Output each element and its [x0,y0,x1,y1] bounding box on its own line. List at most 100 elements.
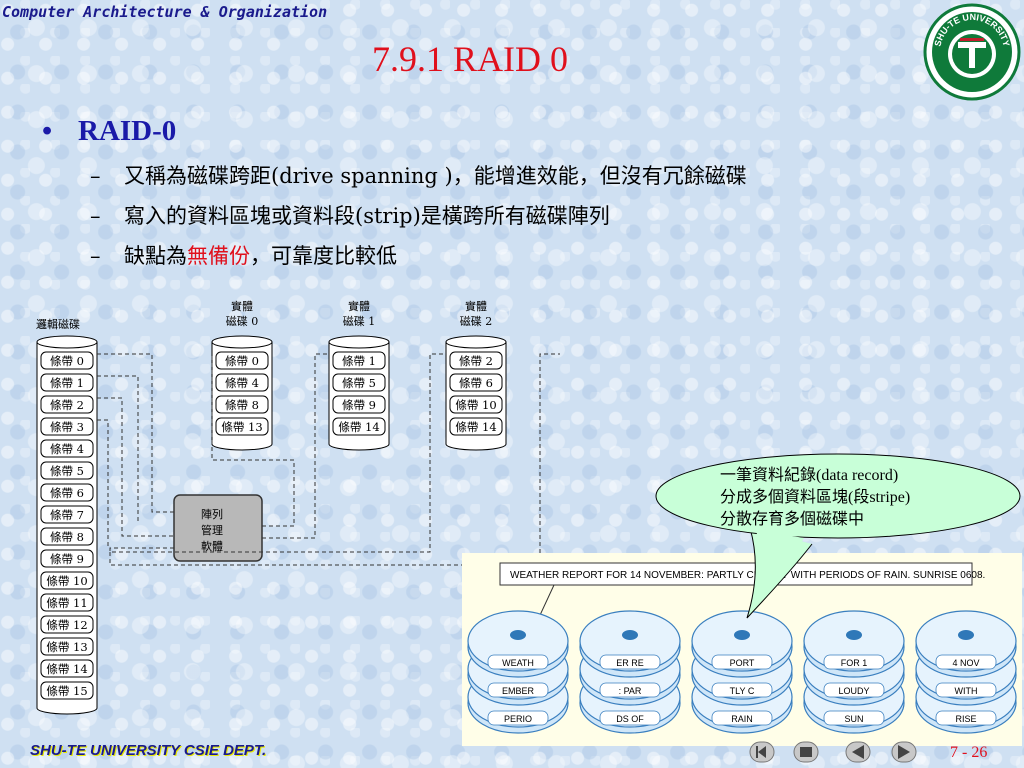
strip-cell [40,351,94,370]
callout-line-3: 分散存育多個磁碟中 [720,510,864,528]
course-title: Computer Architecture & Organization [2,3,328,21]
strip-label: 條帶 5 [50,464,84,478]
next-slide-button[interactable] [891,741,917,763]
spindle [958,630,974,640]
home-button[interactable] [793,741,819,763]
strip-label: 條帶 8 [50,530,84,544]
strip-label: 條帶 7 [50,508,84,522]
connector-line [97,375,139,522]
sub-text: ，可靠度比較低 [250,244,397,268]
physical-disk-label: 磁碟 0 [226,315,259,328]
strip-cell [332,351,386,370]
platter-label: : PAR [619,686,642,696]
sub-text: 又稱為磁碟跨距(drive spanning )，能增進效能，但沒有冗餘磁碟 [124,164,747,188]
strip-cell [332,417,386,436]
strip-cell [40,549,94,568]
platter-label: PERIO [504,714,532,724]
sub-text-highlight: 無備份 [187,244,250,268]
nav-buttons [749,741,917,763]
university-logo: SHU-TE UNIVERSITY [923,3,1021,101]
strip-cell [449,395,503,414]
software-label: 軟體 [201,539,223,553]
strip-label: 條帶 15 [46,684,87,698]
strip-cell [332,395,386,414]
strip-cell [449,351,503,370]
first-slide-button[interactable] [749,741,775,763]
logical-disk-label: 邏輯磁碟 [36,318,80,331]
page-number: 7 - 26 [950,744,988,761]
strip-label: 條帶 1 [342,354,376,368]
spindle [510,630,526,640]
strip-cell [40,373,94,392]
strip-label: 條帶 0 [50,354,84,368]
spindle [622,630,638,640]
platter-label: TLY C [730,686,755,696]
dash: – [90,164,101,188]
strip-label: 條帶 2 [459,354,493,368]
platter-label: SUN [844,714,863,724]
strip-cell [40,593,94,612]
striping-photo: WEATHER REPORT FOR 14 NOVEMBER: PARTLY C… [462,553,1022,746]
platter-label: EMBER [502,686,535,696]
strip-label: 條帶 9 [50,552,84,566]
strip-label: 條帶 3 [50,420,84,434]
callout-bubble: 一筆資料紀錄(data record) 分成多個資料區塊(段stripe) 分散… [655,453,1021,619]
physical-disk-label: 磁碟 2 [460,315,493,328]
physical-disk-label: 實體 [231,299,253,313]
strip-label: 條帶 14 [46,662,87,676]
strip-cell [40,681,94,700]
strip-label: 條帶 14 [455,420,496,434]
platter-label: DS OF [616,714,644,724]
physical-disk-2: 條帶 2 條帶 6 條帶 10 條帶 14 [445,335,507,451]
strip-cell [449,417,503,436]
strip-label: 條帶 6 [459,376,493,390]
spindle [846,630,862,640]
strip-label: 條帶 10 [455,398,496,412]
strip-cell [449,373,503,392]
platter-label: RISE [955,714,976,724]
strip-cell [40,659,94,678]
strip-label: 條帶 0 [225,354,259,368]
bullet-marker: • [42,115,53,147]
connector-line [97,353,174,513]
prev-icon [852,745,864,759]
strip-label: 條帶 2 [50,398,84,412]
banner-box [499,562,973,586]
strip-label: 條帶 4 [50,442,84,456]
strip-cell [40,527,94,546]
strip-label: 條帶 4 [225,376,259,390]
strip-label: 條帶 14 [338,420,379,434]
strip-cell [40,395,94,414]
strip-cell [40,417,94,436]
strip-cell [40,505,94,524]
software-label: 管理 [201,523,223,537]
platter-label: 4 NOV [952,658,979,668]
strip-label: 條帶 12 [46,618,87,632]
banner-text: WEATHER REPORT FOR 14 NOVEMBER: PARTLY C… [510,570,985,581]
platter-label: PORT [730,658,755,668]
strip-cell [40,439,94,458]
sub-bullet-1: –又稱為磁碟跨距(drive spanning )，能增進效能，但沒有冗餘磁碟 [90,160,747,190]
spindle [734,630,750,640]
slide-title: 7.9.1 RAID 0 [372,39,568,79]
strip-cell [215,373,269,392]
software-label: 陣列 [201,507,223,521]
connector-line [211,354,295,527]
platter-label: FOR 1 [841,658,868,668]
strip-cell [40,461,94,480]
physical-disk-label: 磁碟 1 [343,315,376,328]
strip-label: 條帶 11 [46,596,87,610]
connector-line [97,397,174,537]
strip-cell [215,417,269,436]
platter-label: LOUDY [838,686,869,696]
sub-text: 寫入的資料區塊或資料段(strip)是橫跨所有磁碟陣列 [124,204,610,228]
strip-cell [215,351,269,370]
striping-illustration: WEATHER REPORT FOR 14 NOVEMBER: PARTLY C… [467,562,1017,734]
prev-slide-button[interactable] [845,741,871,763]
strip-cell [40,571,94,590]
platter-stack: SUN LOUDY FOR 1 [803,610,905,734]
sub-bullet-3: –缺點為無備份，可靠度比較低 [90,240,397,270]
